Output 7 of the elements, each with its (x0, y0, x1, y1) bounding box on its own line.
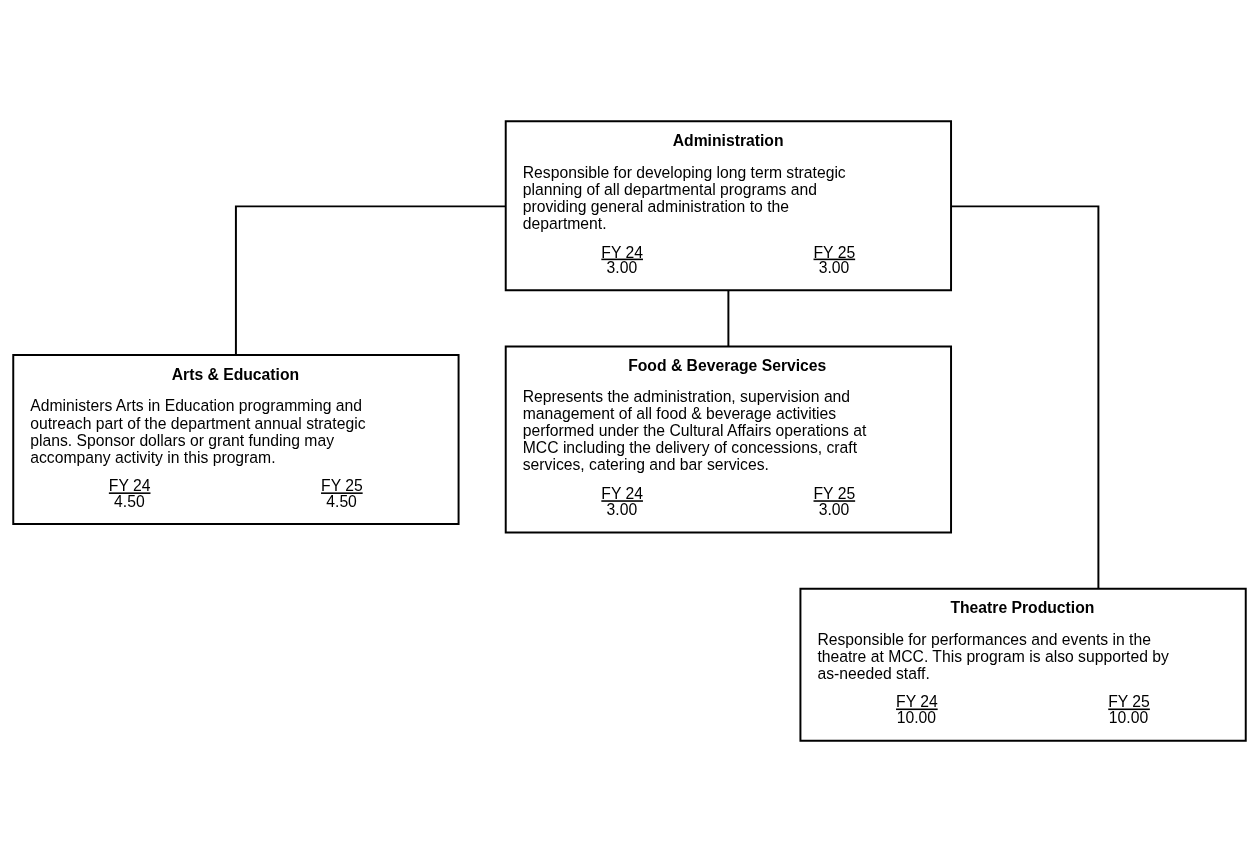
node-box: Food & Beverage Services Represents the administration, supervision and management of all food & beverage activities performed under the Cultural Affairs operations at MCC including the delivery of concessions, craft services, catering and bar services. FY 24 3.00 FY 25 3.00 (504, 345, 953, 534)
node-box: Theatre Production Responsible for performances and events in the theatre at MCC. This program is also supported by as-needed staff. FY 24 10.00 FY 25 10.00 (799, 587, 1247, 742)
node-box: Administration Responsible for developing long term strategic planning of all departmental programs and providing general administration to the department. FY 24 3.00 FY 25 3.00 (504, 120, 953, 292)
node-box: Arts & Education Administers Arts in Education programming and outreach part of the department annual strategic plans. Sponsor dollars or grant funding may accompany activity in this program. FY 24 4.50 FY 25 4.50 (12, 354, 460, 525)
connector (234, 205, 507, 356)
connector (727, 289, 730, 348)
connector (950, 205, 1100, 590)
